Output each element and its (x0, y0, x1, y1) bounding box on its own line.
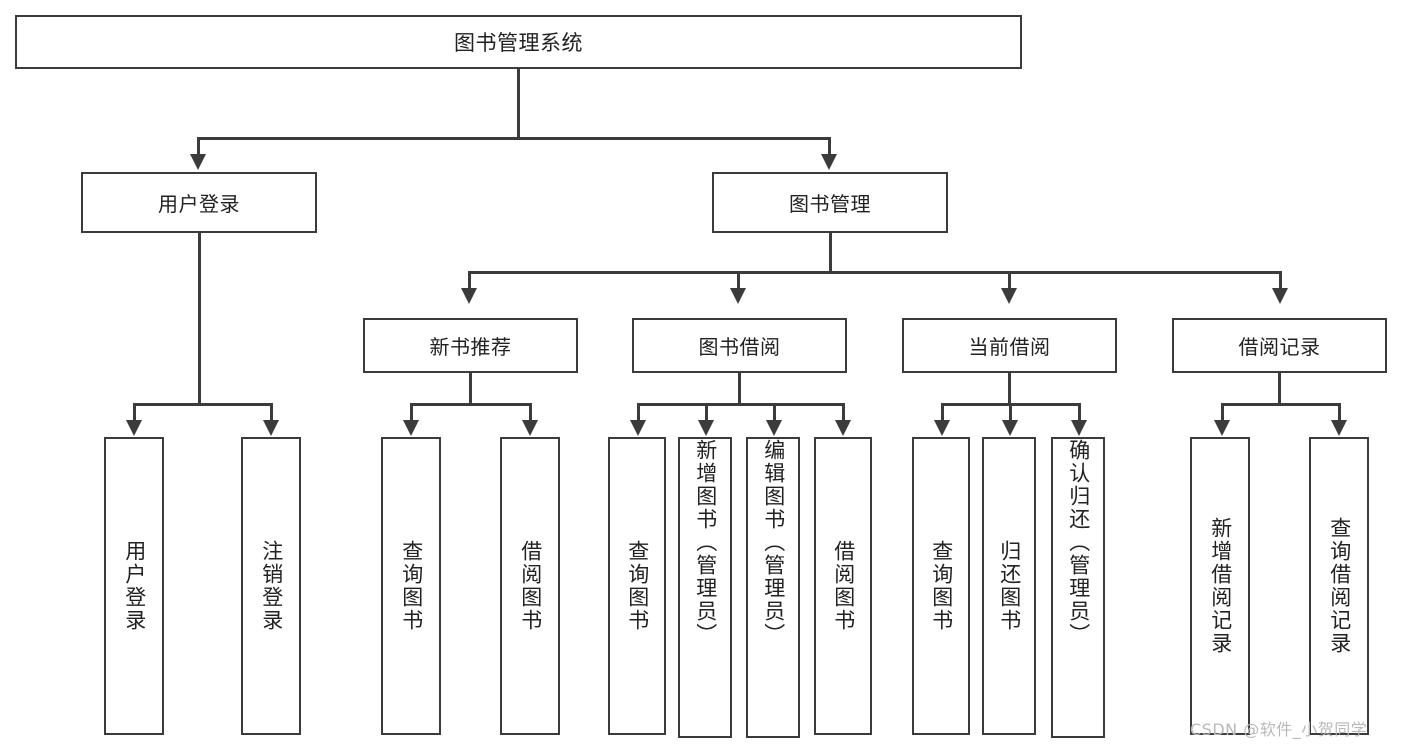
arrow-to-new-book (461, 288, 477, 304)
connector-borrow-record-drop-1 (1338, 403, 1341, 421)
node-leaf-user-login[interactable]: 用户登录 (104, 437, 164, 735)
arrow-to-leaf-new-book-1 (522, 420, 538, 436)
connector-new-book-drop-1 (529, 403, 532, 421)
node-label: 借阅图书 (518, 540, 543, 632)
arrow-to-leaf-current-borrow-0 (934, 420, 950, 436)
connector-level2-bus (468, 271, 1282, 274)
connector-level2-drop-3 (1279, 271, 1282, 289)
arrow-to-leaf-book-borrow-0 (630, 420, 646, 436)
node-leaf-borrow-book-recommend[interactable]: 借阅图书 (500, 437, 560, 735)
watermark-csdn: CSDN @软件_小贺同学 (1190, 720, 1368, 739)
node-leaf-confirm-return-admin[interactable]: 确认归还（管理员） (1051, 437, 1105, 738)
arrow-to-leaf-borrow-record-0 (1214, 420, 1230, 436)
node-label: 归还图书 (997, 540, 1022, 632)
connector-borrow-record-drop-0 (1221, 403, 1224, 421)
node-label: 借阅图书 (831, 540, 856, 632)
node-label: 借阅记录 (1238, 335, 1321, 359)
node-label: 新增借阅记录 (1208, 517, 1233, 655)
arrow-to-leaf-book-borrow-2 (766, 420, 782, 436)
node-user-login[interactable]: 用户登录 (81, 172, 317, 233)
connector-book-borrow-drop-0 (637, 403, 640, 421)
connector-user-login-drop-0 (133, 403, 136, 421)
node-label: 图书管理系统 (454, 31, 583, 55)
node-root-system[interactable]: 图书管理系统 (15, 15, 1022, 69)
node-book-manage[interactable]: 图书管理 (712, 172, 948, 233)
connector-level2-drop-0 (468, 271, 471, 289)
node-leaf-borrow-book[interactable]: 借阅图书 (814, 437, 872, 735)
connector-book-borrow-drop-1 (705, 403, 708, 421)
node-label: 查询借阅记录 (1327, 517, 1352, 655)
node-label: 用户登录 (122, 540, 147, 632)
node-label: 查询图书 (399, 540, 424, 632)
connector-book-manage-stem (829, 233, 832, 273)
connector-book-borrow-drop-2 (773, 403, 776, 421)
node-current-borrow[interactable]: 当前借阅 (902, 318, 1117, 373)
connector-user-login-drop-1 (270, 403, 273, 421)
node-leaf-edit-book-admin[interactable]: 编辑图书（管理员） (746, 437, 800, 738)
connector-borrow-record-stem (1278, 373, 1281, 405)
node-leaf-add-borrow-record[interactable]: 新增借阅记录 (1190, 437, 1250, 735)
arrow-to-leaf-current-borrow-2 (1071, 420, 1087, 436)
node-label: 编辑图书（管理员） (761, 439, 786, 646)
connector-current-borrow-drop-0 (941, 403, 944, 421)
node-label: 图书管理 (789, 192, 871, 216)
node-label: 注销登录 (259, 540, 284, 632)
connector-new-book-stem (469, 373, 472, 405)
connector-level1-drop-left (197, 137, 200, 155)
connector-new-book-drop-0 (410, 403, 413, 421)
connector-book-borrow-drop-3 (842, 403, 845, 421)
node-leaf-query-book-borrow[interactable]: 查询图书 (608, 437, 666, 735)
arrow-to-leaf-new-book-0 (403, 420, 419, 436)
connector-current-borrow-stem (1008, 373, 1011, 405)
arrow-to-leaf-current-borrow-1 (1002, 420, 1018, 436)
connector-root-stem (517, 69, 520, 139)
node-leaf-logout[interactable]: 注销登录 (241, 437, 301, 735)
connector-user-login-stem (198, 233, 201, 405)
node-label: 图书借阅 (698, 335, 781, 359)
arrow-to-leaf-borrow-record-1 (1331, 420, 1347, 436)
connector-current-borrow-drop-1 (1009, 403, 1012, 421)
node-leaf-query-book-recommend[interactable]: 查询图书 (381, 437, 441, 735)
connector-level2-drop-2 (1008, 271, 1011, 289)
arrow-to-book-borrow (730, 288, 746, 304)
node-label: 新书推荐 (429, 335, 512, 359)
arrow-to-book-manage (821, 154, 837, 170)
connector-book-borrow-bus (637, 403, 844, 406)
arrow-to-borrow-record (1272, 288, 1288, 304)
node-book-borrow[interactable]: 图书借阅 (632, 318, 847, 373)
arrow-to-leaf-book-borrow-3 (835, 420, 851, 436)
arrow-to-leaf-book-borrow-1 (698, 420, 714, 436)
node-label: 查询图书 (625, 540, 650, 632)
node-leaf-query-borrow-record[interactable]: 查询借阅记录 (1309, 437, 1369, 735)
node-label: 用户登录 (158, 192, 240, 216)
node-label: 查询图书 (929, 540, 954, 632)
node-leaf-return-book[interactable]: 归还图书 (982, 437, 1036, 735)
connector-level2-drop-1 (737, 271, 740, 289)
node-new-book-recommend[interactable]: 新书推荐 (363, 318, 578, 373)
connector-new-book-bus (410, 403, 530, 406)
arrow-to-leaf-user-login-0 (126, 420, 142, 436)
arrow-to-current-borrow (1001, 288, 1017, 304)
arrow-to-user-login (190, 154, 206, 170)
node-leaf-query-book-current[interactable]: 查询图书 (912, 437, 970, 735)
arrow-to-leaf-user-login-1 (263, 420, 279, 436)
node-leaf-add-book-admin[interactable]: 新增图书（管理员） (678, 437, 732, 738)
connector-current-borrow-drop-2 (1078, 403, 1081, 421)
connector-borrow-record-bus (1221, 403, 1339, 406)
connector-user-login-bus (133, 403, 271, 406)
node-label: 新增图书（管理员） (693, 439, 718, 646)
connector-level1-bus (197, 137, 829, 140)
connector-level1-drop-right (828, 137, 831, 155)
node-label: 确认归还（管理员） (1066, 439, 1091, 646)
node-borrow-record[interactable]: 借阅记录 (1172, 318, 1387, 373)
node-label: 当前借阅 (968, 335, 1051, 359)
connector-book-borrow-stem (738, 373, 741, 405)
